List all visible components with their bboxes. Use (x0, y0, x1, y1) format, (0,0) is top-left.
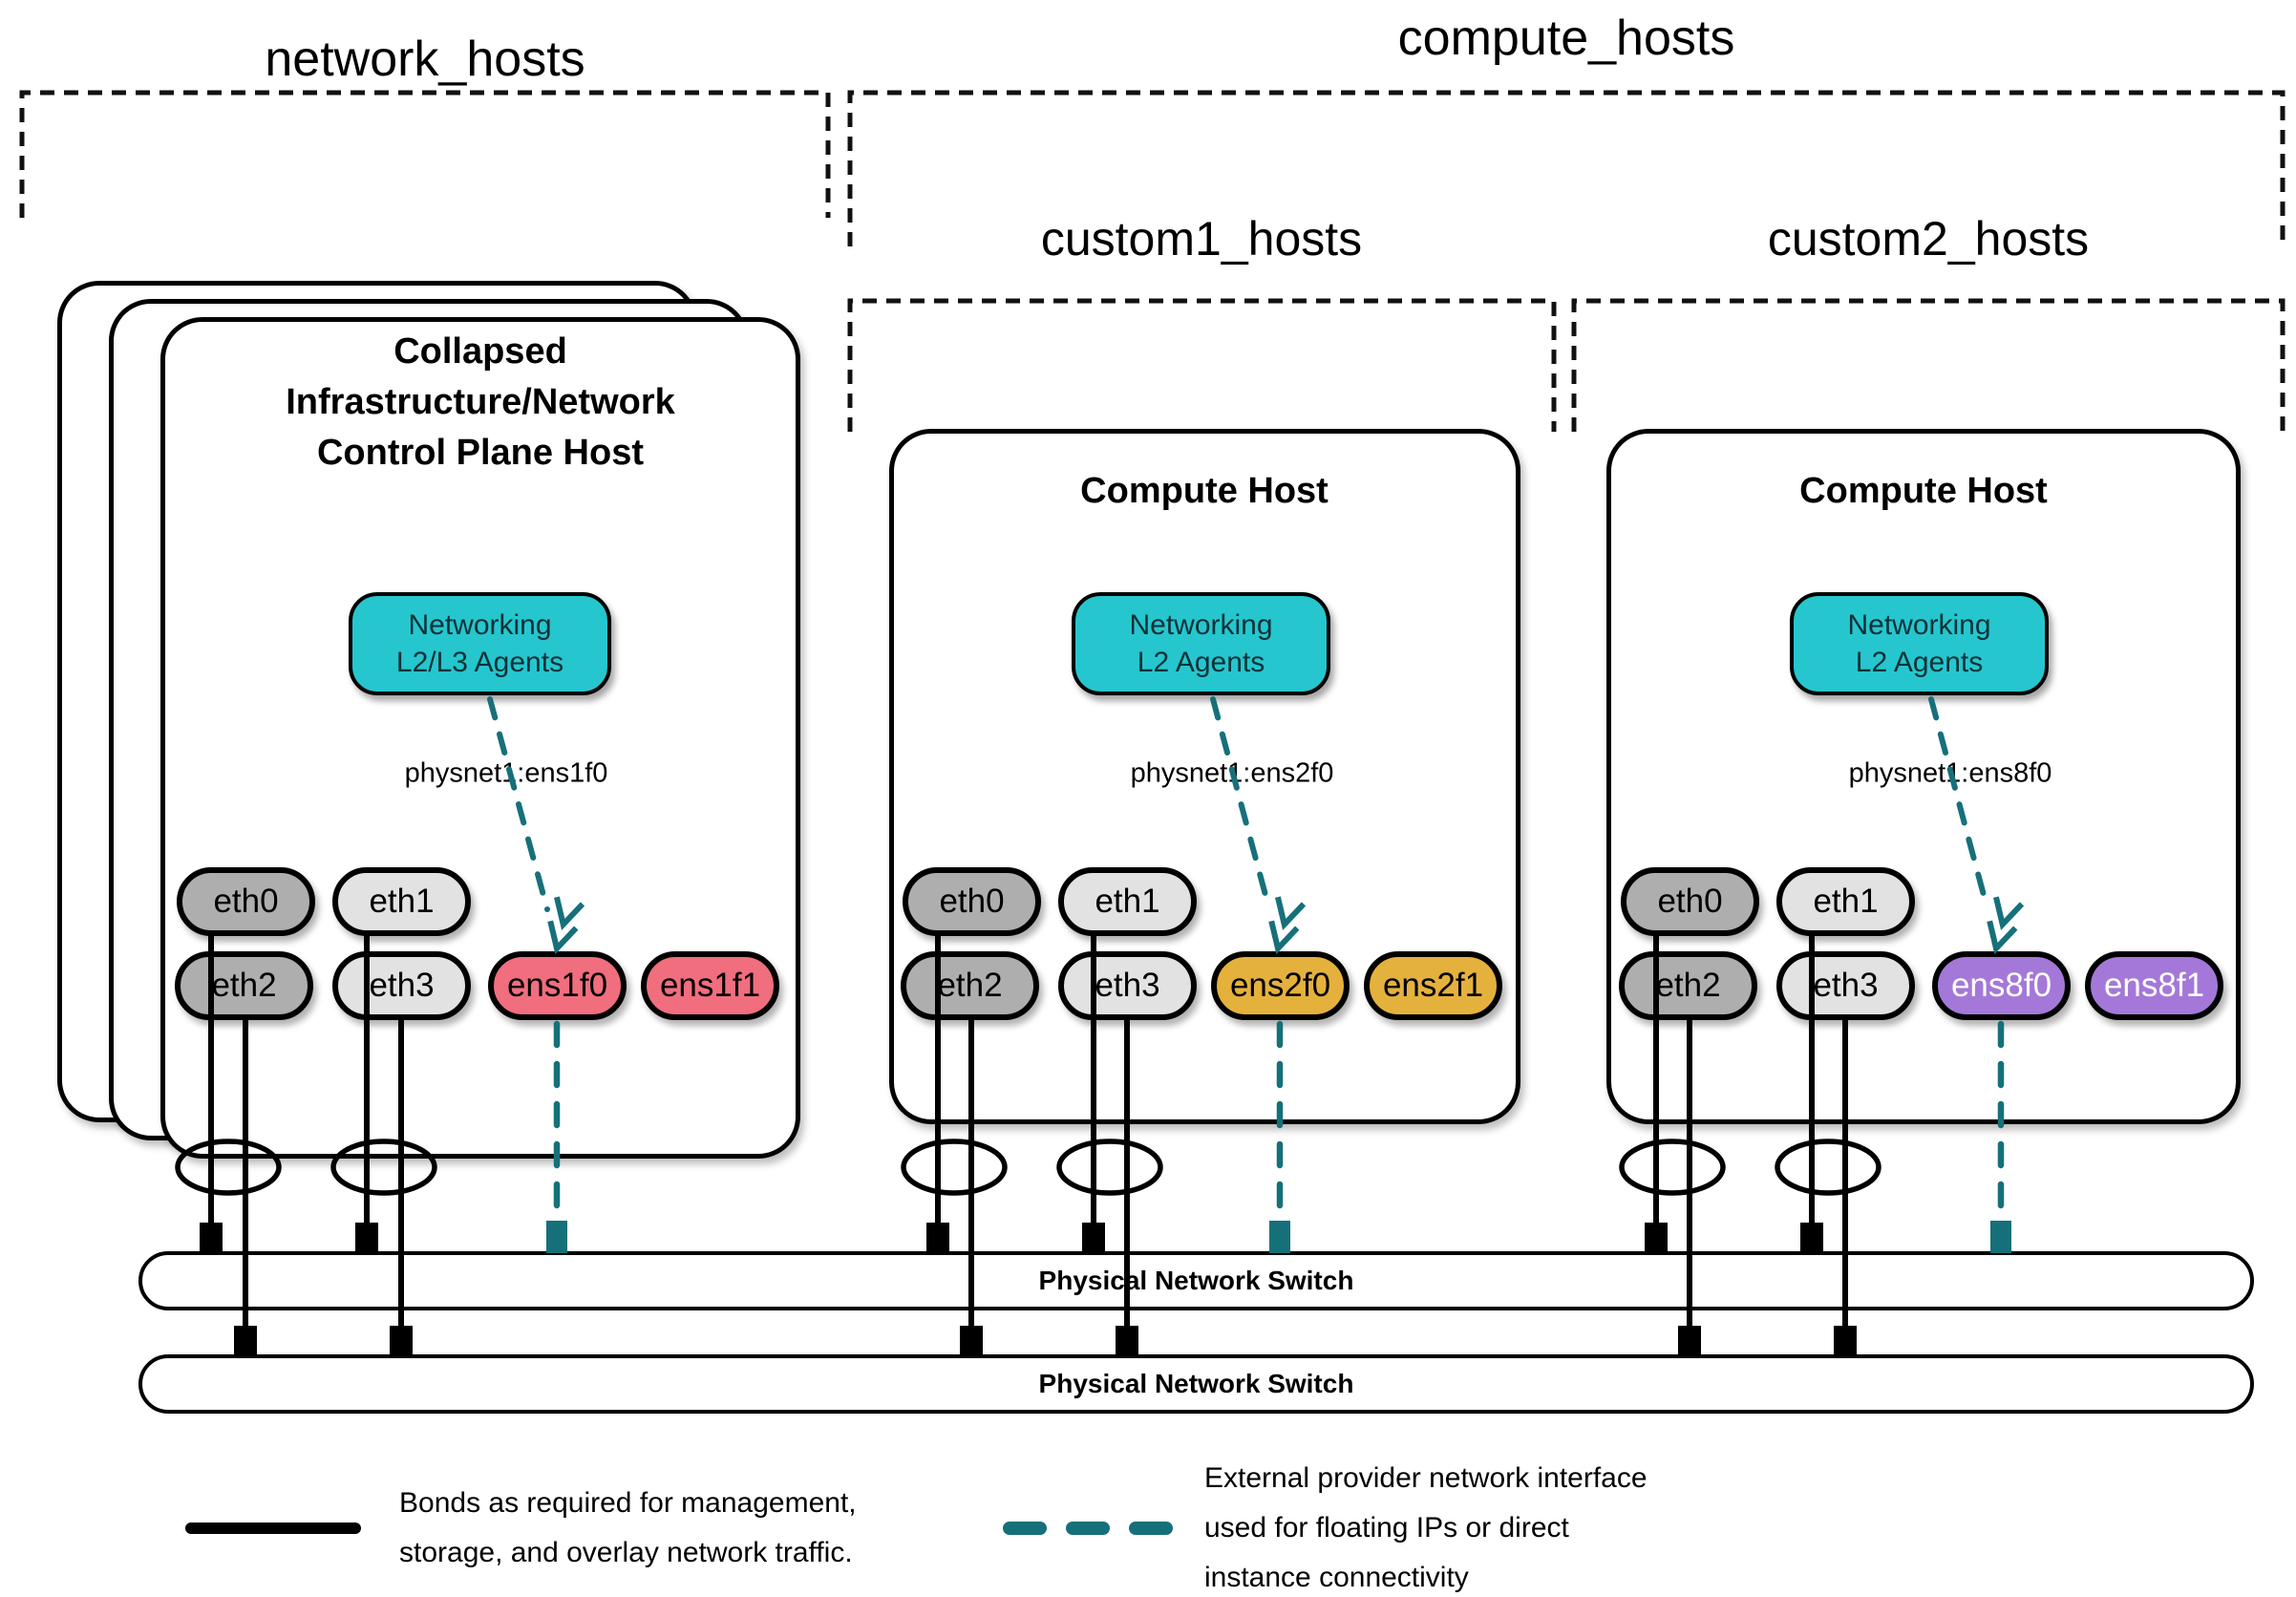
switch-port (1834, 1326, 1857, 1356)
physical-network-switch-1: Physical Network Switch (138, 1251, 2254, 1310)
legend-dash (1066, 1522, 1110, 1535)
teal-switch-port (1269, 1221, 1290, 1253)
bond-ellipse (1775, 1139, 1881, 1196)
legend-external-line: used for floating IPs or direct (1204, 1512, 1569, 1544)
switch-port (1645, 1223, 1668, 1253)
physnet-label-2: physnet1:ens2f0 (1130, 757, 1334, 789)
switch-port (926, 1223, 949, 1253)
nic-pill-eth1: eth1 (1776, 867, 1915, 936)
nic-pill-eth2: eth2 (1619, 951, 1757, 1020)
nic-pill-ens1f1: ens1f1 (641, 951, 779, 1020)
switch-port (234, 1326, 257, 1356)
agent-line: Networking (1129, 609, 1273, 641)
nic-pill-ens2f0: ens2f0 (1211, 951, 1350, 1020)
nic-pill-eth0: eth0 (903, 867, 1041, 936)
teal-switch-port (1990, 1221, 2011, 1253)
physnet-label-1: physnet1:ens1f0 (404, 757, 608, 789)
agent-line: L2/L3 Agents (395, 647, 564, 678)
nic-pill-ens8f1: ens8f1 (2085, 951, 2223, 1020)
group-label-custom2-hosts: custom2_hosts (1767, 212, 2090, 266)
host-title-line: Collapsed (393, 331, 567, 372)
nic-pill-eth2: eth2 (901, 951, 1039, 1020)
physnet-label-3: physnet1:ens8f0 (1848, 757, 2052, 789)
legend-external-line: External provider network interface (1204, 1462, 1648, 1494)
legend-external-swatch (1003, 1522, 1173, 1535)
agent-line: Networking (1847, 609, 1991, 641)
bracket-network-hosts (19, 90, 831, 218)
switch-port (390, 1326, 413, 1356)
bracket-custom2-hosts (1571, 298, 2285, 432)
host-title-line: Control Plane Host (316, 433, 645, 473)
switch-port (1678, 1326, 1701, 1356)
group-label-compute-hosts: compute_hosts (1397, 11, 1735, 66)
switch-port (1082, 1223, 1105, 1253)
teal-switch-connectors (546, 1221, 2011, 1253)
nic-pill-eth2: eth2 (175, 951, 313, 1020)
nic-pill-eth3: eth3 (1058, 951, 1197, 1020)
agent-box-l2-compute-2: Networking L2 Agents (1790, 592, 2049, 695)
agent-line: L2 Agents (1137, 647, 1265, 678)
legend-bond-line: storage, and overlay network traffic. (399, 1537, 853, 1568)
agent-box-l2-compute-1: Networking L2 Agents (1072, 592, 1330, 695)
bond-ellipse (1056, 1139, 1163, 1196)
teal-switch-port (546, 1221, 567, 1253)
bond-ellipse (1619, 1139, 1726, 1196)
physical-network-switch-2: Physical Network Switch (138, 1354, 2254, 1414)
group-label-custom1-hosts: custom1_hosts (1040, 212, 1363, 266)
host-title-line: Infrastructure/Network (286, 382, 675, 422)
legend-external-text: External provider network interface used… (1204, 1454, 1648, 1597)
switch-port (960, 1326, 983, 1356)
nic-pill-ens1f0: ens1f0 (488, 951, 627, 1020)
nic-pill-ens2f1: ens2f1 (1364, 951, 1502, 1020)
nic-pill-ens8f0: ens8f0 (1932, 951, 2071, 1020)
legend-external-line: instance connectivity (1204, 1562, 1469, 1593)
legend-dash (1003, 1522, 1047, 1535)
switch-port (355, 1223, 378, 1253)
bracket-custom1-hosts (847, 298, 1557, 432)
agent-box-l2l3: Networking L2/L3 Agents (349, 592, 611, 695)
nic-pill-eth1: eth1 (1058, 867, 1197, 936)
host-title-control-plane: Collapsed Infrastructure/Network Control… (286, 327, 675, 479)
switch-port (1116, 1326, 1138, 1356)
host-title-compute-1: Compute Host (1080, 471, 1329, 511)
nic-pill-eth3: eth3 (332, 951, 471, 1020)
bond-ellipse (901, 1139, 1008, 1196)
legend-bond-text: Bonds as required for management, storag… (399, 1479, 857, 1578)
legend-dash (1129, 1522, 1173, 1535)
nic-pill-eth0: eth0 (1621, 867, 1759, 936)
nic-pill-eth1: eth1 (332, 867, 471, 936)
agent-line: L2 Agents (1855, 647, 1984, 678)
nic-pill-eth0: eth0 (177, 867, 315, 936)
nic-pill-eth3: eth3 (1776, 951, 1915, 1020)
group-label-network-hosts: network_hosts (265, 32, 585, 87)
switch-port (1800, 1223, 1823, 1253)
switch-port (200, 1223, 223, 1253)
legend-bond-line: Bonds as required for management, (399, 1487, 857, 1519)
host-title-compute-2: Compute Host (1799, 471, 2048, 511)
agent-line: Networking (408, 609, 552, 641)
